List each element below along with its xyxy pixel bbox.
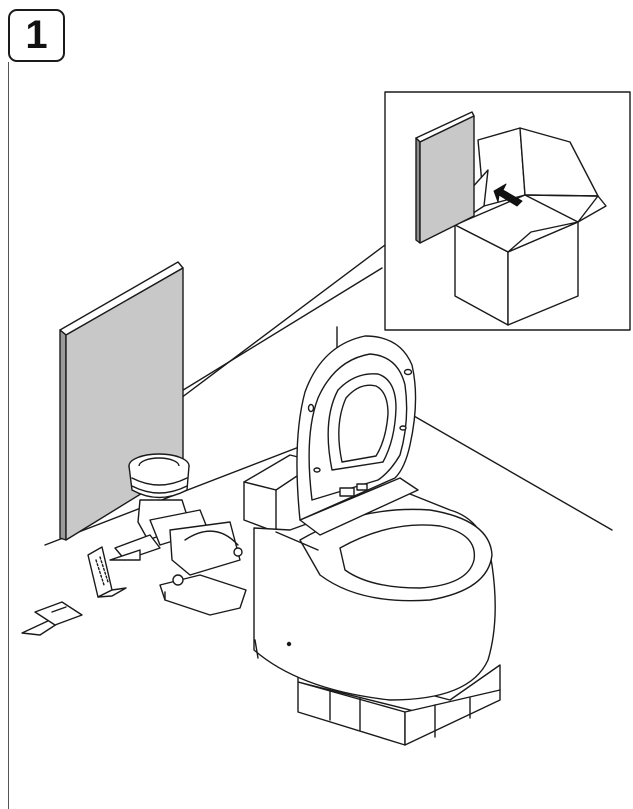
packing-sheet-icon xyxy=(22,602,82,635)
drain-fitting-assembly xyxy=(110,454,246,615)
toilet-unit xyxy=(244,336,495,700)
callout-box xyxy=(385,92,630,330)
